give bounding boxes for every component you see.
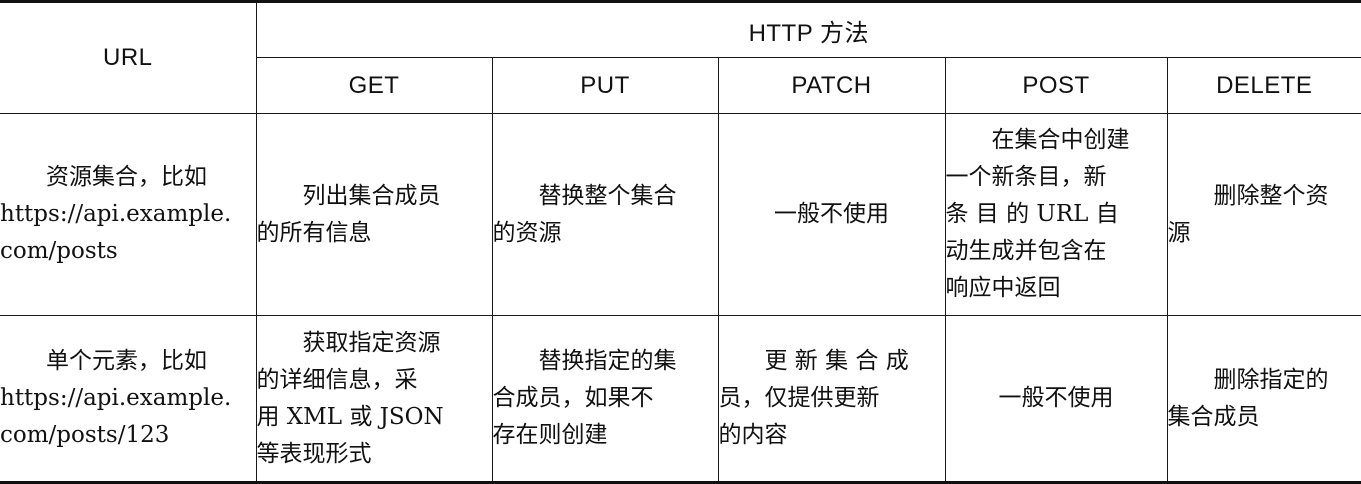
cell-line: com/posts (0, 233, 256, 270)
post-cell: 一般不使用 (945, 316, 1167, 483)
cell-line: 更 新 集 合 成 (719, 343, 945, 380)
cell-line: 的资源 (493, 215, 718, 252)
cell-line: 源 (1168, 215, 1361, 252)
method-header-get: GET (256, 58, 492, 114)
cell-line: 列出集合成员 (257, 178, 492, 215)
cell-line: 响应中返回 (946, 270, 1167, 307)
method-header-put: PUT (492, 58, 718, 114)
cell-line: 删除指定的 (1168, 362, 1361, 399)
cell-line: 的所有信息 (257, 215, 492, 252)
cell-line: 动生成并包含在 (946, 233, 1167, 270)
patch-cell: 更 新 集 合 成员，仅提供更新的内容 (718, 316, 945, 483)
cell-line: 一般不使用 (719, 196, 945, 233)
method-header-patch: PATCH (718, 58, 945, 114)
delete-cell: 删除整个资源 (1167, 114, 1361, 316)
cell-line: 替换指定的集 (493, 343, 718, 380)
method-header-post: POST (945, 58, 1167, 114)
delete-cell: 删除指定的集合成员 (1167, 316, 1361, 483)
cell-line: 在集合中创建 (946, 122, 1167, 159)
cell-line: 合成员，如果不 (493, 380, 718, 417)
cell-line: com/posts/123 (0, 417, 256, 454)
http-method-group-header: HTTP 方法 (256, 2, 1361, 58)
cell-line: 替换整个集合 (493, 178, 718, 215)
method-header-delete: DELETE (1167, 58, 1361, 114)
cell-line: 一个新条目，新 (946, 159, 1167, 196)
cell-line: https://api.example. (0, 196, 256, 233)
get-cell: 列出集合成员的所有信息 (256, 114, 492, 316)
header-row-1: URL HTTP 方法 (0, 2, 1361, 58)
cell-line: 的内容 (719, 417, 945, 454)
put-cell: 替换指定的集合成员，如果不存在则创建 (492, 316, 718, 483)
patch-cell: 一般不使用 (718, 114, 945, 316)
cell-line: 用 XML 或 JSON (257, 399, 492, 436)
post-cell: 在集合中创建一个新条目，新条 目 的 URL 自动生成并包含在响应中返回 (945, 114, 1167, 316)
cell-line: 员，仅提供更新 (719, 380, 945, 417)
cell-line: 单个元素，比如 (0, 343, 256, 380)
cell-line: 一般不使用 (946, 380, 1167, 417)
cell-line: 集合成员 (1168, 399, 1361, 436)
cell-line: 的详细信息，采 (257, 362, 492, 399)
cell-line: 等表现形式 (257, 436, 492, 473)
cell-line: 存在则创建 (493, 417, 718, 454)
put-cell: 替换整个集合的资源 (492, 114, 718, 316)
cell-line: 条 目 的 URL 自 (946, 196, 1167, 233)
url-header: URL (0, 2, 256, 114)
cell-line: 资源集合，比如 (0, 159, 256, 196)
cell-line: 删除整个资 (1168, 178, 1361, 215)
cell-line: 获取指定资源 (257, 325, 492, 362)
cell-line: https://api.example. (0, 380, 256, 417)
